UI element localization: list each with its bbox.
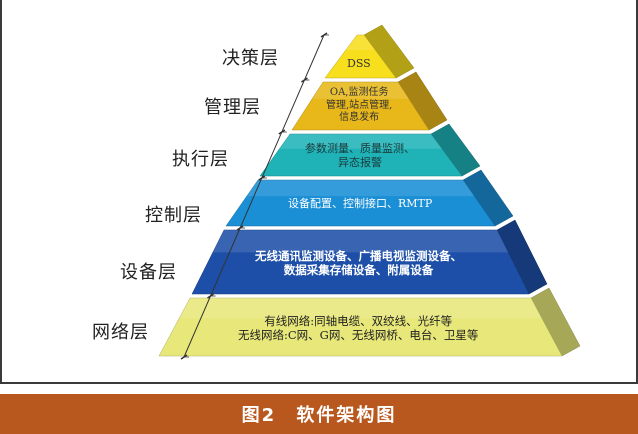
tier-3-line-2: 异态报警 (338, 155, 382, 169)
tier-3-line-1: 参数测量、质量监测、 (305, 142, 415, 155)
tier-highlight-5 (212, 230, 509, 253)
tier-highlight-4 (246, 180, 475, 197)
layer-label-3: 执行层 (172, 149, 229, 170)
tier-highlight-3 (279, 134, 442, 149)
tier-front-1 (324, 34, 397, 79)
layer-label-4: 控制层 (145, 205, 202, 226)
tier-5-line-2: 数据采集存储设备、附属设备 (283, 263, 434, 278)
tier-front-4 (225, 179, 496, 227)
layer-label-1: 决策层 (222, 48, 279, 69)
tier-highlight-6 (179, 298, 542, 319)
tier-5-line-1: 无线通讯监测设备、广播电视监测设备、 (255, 249, 462, 263)
pyramid-diagram (158, 24, 581, 360)
diagram-frame (0, 0, 638, 384)
tier-text-6: 有线网络:同轴电缆、双绞线、光纤等无线网络:C网、G网、无线网桥、电台、卫星等 (238, 314, 478, 343)
tier-front-2 (291, 81, 430, 131)
tier-text-1: DSS (347, 57, 371, 71)
layer-label-5: 设备层 (120, 262, 177, 283)
layer-label-2: 管理层 (204, 97, 261, 118)
tier-highlight-1 (345, 35, 376, 51)
tier-2-line-1: OA,监测任务 (329, 87, 389, 98)
layer-label-6: 网络层 (92, 322, 149, 343)
tier-text-4: 设备配置、控制接口、RMTP (288, 197, 432, 211)
tier-front-3 (259, 133, 463, 177)
tier-highlight-2 (312, 82, 409, 99)
tier-text-2: OA,监测任务管理,站点管理,信息发布 (326, 87, 392, 125)
tier-6-line-1: 有线网络:同轴电缆、双绞线、光纤等 (264, 314, 453, 328)
axis-line (183, 34, 325, 358)
tier-text-5: 无线通讯监测设备、广播电视监测设备、数据采集存储设备、附属设备 (255, 249, 462, 278)
figure-caption: 图2 软件架构图 (241, 405, 397, 426)
tier-text-3: 参数测量、质量监测、异态报警 (305, 142, 415, 170)
tier-2-line-3: 信息发布 (339, 112, 380, 123)
tier-4-line-1: 设备配置、控制接口、RMTP (288, 197, 433, 210)
caption-bar: 图2 软件架构图 (0, 394, 638, 434)
tier-front-5 (191, 229, 530, 295)
tier-1-line-1: DSS (347, 57, 371, 70)
tier-front-6 (158, 297, 563, 357)
tier-6-line-2: 无线网络:C网、G网、无线网桥、电台、卫星等 (238, 328, 479, 343)
tier-2-line-2: 管理,站点管理, (326, 99, 393, 111)
